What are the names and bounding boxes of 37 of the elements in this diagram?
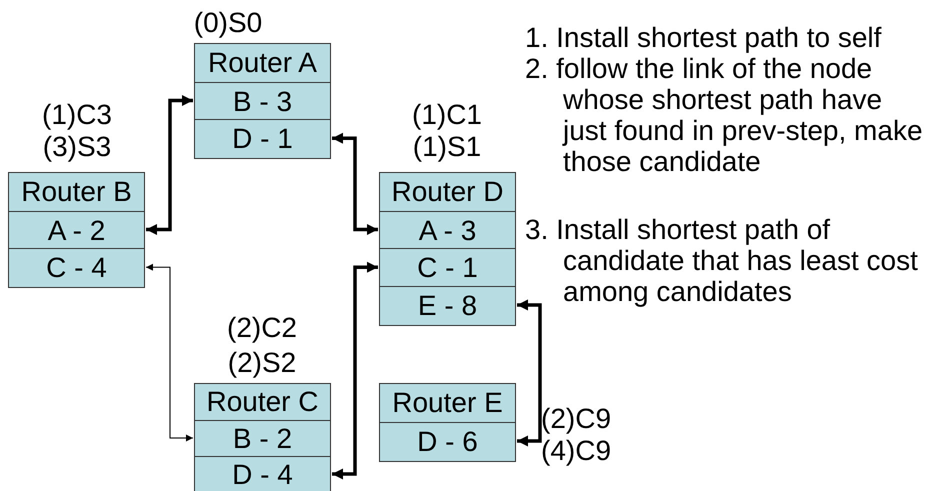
route-entry: C - 1 — [380, 248, 515, 286]
route-entry: D - 1 — [195, 119, 330, 158]
routing-table — [379, 172, 516, 326]
connector-arrow — [332, 262, 378, 480]
step-note: 3. Install shortest path of candidate that has least cost among candidates — [525, 214, 919, 307]
step-note: 2. follow the link of the node whose shortest path have just found in prev-step, make those candidate — [525, 53, 924, 177]
route-entry: D - 6 — [380, 422, 515, 460]
connector-arrow — [146, 264, 194, 442]
step-annotation: (3)S3 — [42, 131, 112, 163]
step-annotation: (1)S1 — [412, 131, 482, 163]
router-header: Router E — [380, 384, 515, 422]
route-entry: B - 2 — [195, 420, 330, 456]
routing-table — [194, 43, 331, 160]
step-annotation: (4)C9 — [541, 435, 612, 467]
router-header: Router C — [195, 384, 330, 420]
step-annotation: (0)S0 — [194, 7, 262, 39]
step-annotation: (2)C2 — [227, 312, 297, 344]
connector-arrow — [146, 95, 193, 236]
connector-arrow — [517, 299, 542, 446]
router-header: Router B — [9, 173, 144, 211]
routing-table — [379, 383, 516, 462]
step-annotation: (1)C1 — [412, 99, 482, 131]
route-entry: D - 4 — [195, 456, 330, 491]
route-entry: A - 2 — [9, 210, 144, 248]
routing-table — [194, 383, 331, 491]
router-header: Router A — [195, 44, 330, 82]
step-note: 1. Install shortest path to self — [525, 22, 882, 53]
route-entry: A - 3 — [380, 210, 515, 248]
routing-table — [8, 172, 145, 288]
step-annotation: (1)C3 — [42, 99, 112, 131]
connector-arrow — [332, 132, 378, 236]
step-annotation: (2)C9 — [541, 403, 612, 435]
route-entry: B - 3 — [195, 82, 330, 120]
step-annotation: (2)S2 — [228, 347, 296, 379]
route-entry: C - 4 — [9, 248, 144, 286]
router-header: Router D — [380, 173, 515, 211]
route-entry: E - 8 — [380, 286, 515, 324]
